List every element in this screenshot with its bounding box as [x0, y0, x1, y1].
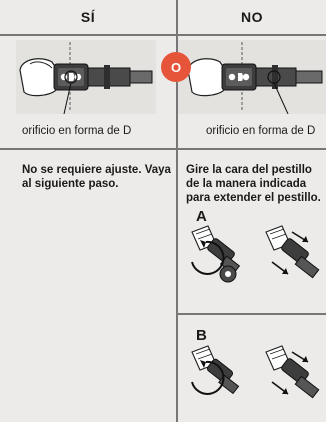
latch-incorrect-illustration — [178, 40, 326, 114]
left-instruction: No se requiere ajuste. Vaya al siguiente… — [22, 164, 171, 190]
right-instruction: Gire la cara del pestillo de la manera i… — [186, 164, 321, 204]
column-divider — [176, 0, 178, 422]
header-rule — [0, 34, 326, 36]
or-badge: O — [161, 52, 191, 82]
step-a-label: A — [196, 208, 207, 225]
step-b-rotate-illustration — [191, 345, 240, 395]
step-a-rotate-illustration — [191, 225, 241, 283]
step-rule — [177, 313, 326, 315]
step-a-extend-illustration — [265, 225, 320, 279]
yes-header: SÍ — [80, 9, 96, 25]
step-b-label: B — [196, 327, 207, 344]
latch-correct-illustration — [16, 40, 156, 114]
step-b-extend-illustration — [265, 345, 320, 399]
left-caption: orificio en forma de D — [22, 125, 132, 137]
right-caption: orificio en forma de D — [206, 125, 316, 137]
no-header: NO — [241, 9, 263, 25]
caption-rule — [0, 148, 326, 150]
